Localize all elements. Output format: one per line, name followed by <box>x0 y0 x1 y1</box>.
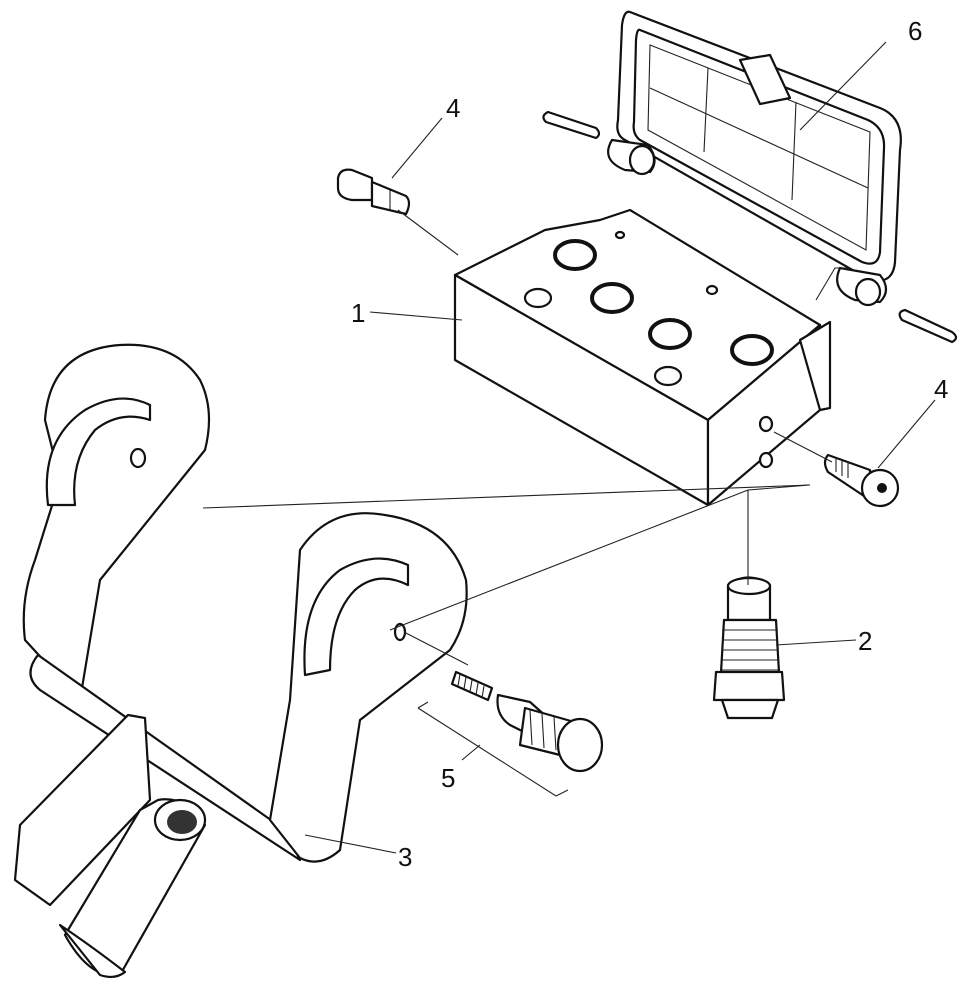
cover-plate <box>607 10 902 307</box>
callout-6: 6 <box>908 16 922 46</box>
callout-4-lower: 4 <box>934 374 948 404</box>
callout-4-upper: 4 <box>446 93 460 123</box>
callout-1: 1 <box>351 298 365 328</box>
bracket <box>13 343 468 979</box>
pin-right <box>898 308 958 344</box>
leader-lines <box>202 41 936 854</box>
pin-left <box>542 110 601 140</box>
callout-3: 3 <box>398 842 412 872</box>
callout-labels: 6 4 1 4 2 5 3 <box>351 16 948 872</box>
bolt-lower <box>823 453 900 508</box>
plunger-assembly <box>450 670 604 773</box>
valve-block <box>453 208 832 507</box>
callout-5: 5 <box>441 763 455 793</box>
bolt-upper <box>336 168 411 216</box>
callout-2: 2 <box>858 626 872 656</box>
cartridge-valve <box>712 576 786 720</box>
